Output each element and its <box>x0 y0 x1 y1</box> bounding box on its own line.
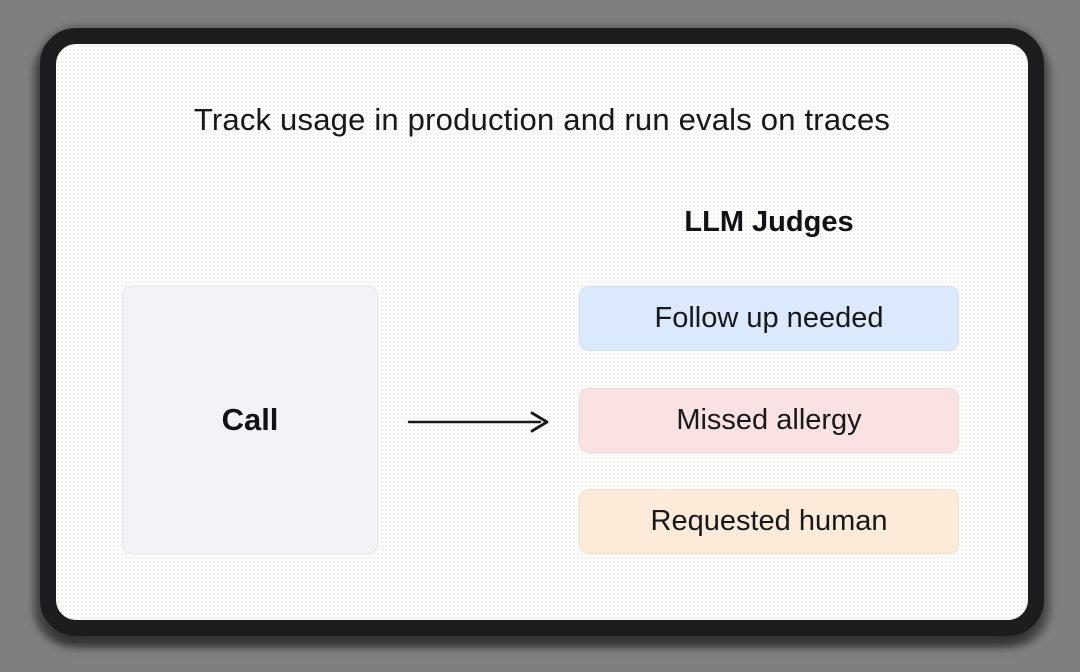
right-arrow-icon <box>407 411 549 433</box>
judges-heading: LLM Judges <box>684 206 854 238</box>
call-node-label: Call <box>221 402 279 437</box>
call-node: Call <box>122 286 378 554</box>
judge-chip-requested-human: Requested human <box>579 489 959 554</box>
judge-chip-label: Follow up needed <box>654 302 884 334</box>
judge-chip-missed-allergy: Missed allergy <box>579 388 959 453</box>
diagram-card: Track usage in production and run evals … <box>56 44 1028 620</box>
device-frame: Track usage in production and run evals … <box>40 28 1044 636</box>
diagram-title: Track usage in production and run evals … <box>193 102 891 137</box>
judge-chip-label: Requested human <box>650 505 888 537</box>
judge-chip-label: Missed allergy <box>676 404 862 436</box>
judge-chip-follow-up: Follow up needed <box>579 286 959 351</box>
